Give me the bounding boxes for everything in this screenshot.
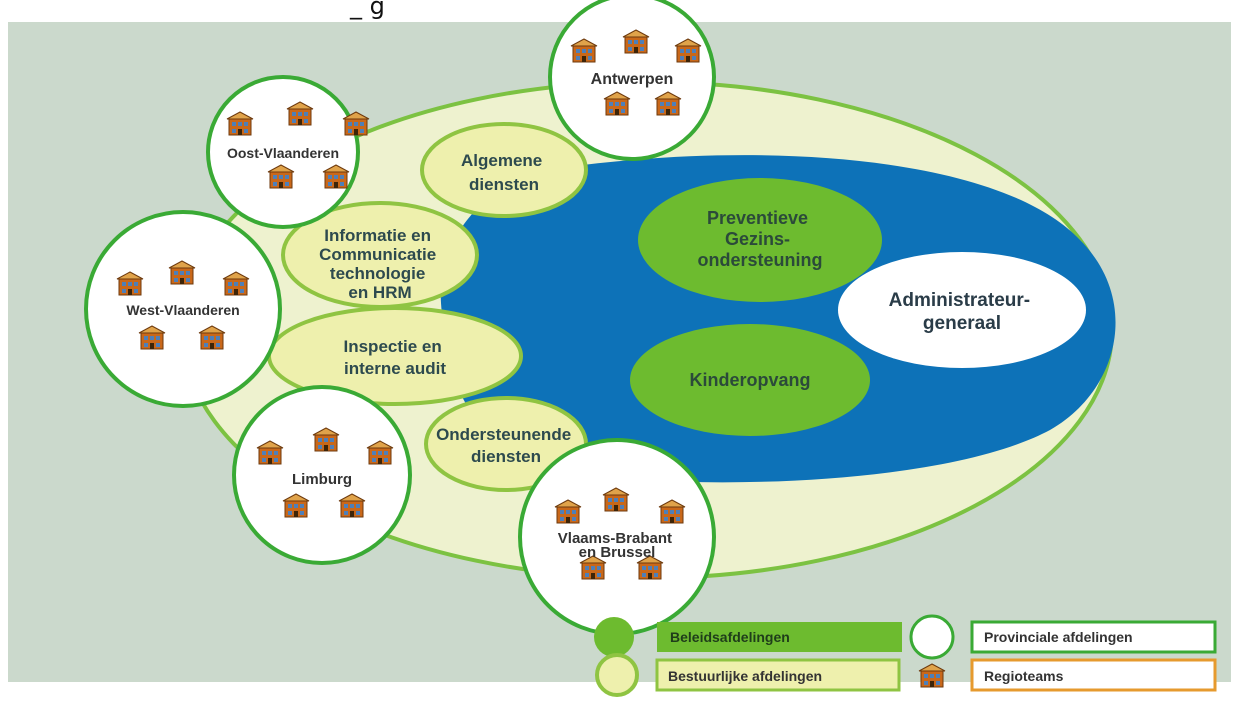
province-antwerpen: Antwerpen: [548, 0, 716, 161]
province-west-vlaanderen: West-Vlaanderen: [84, 210, 282, 408]
legend-province: Provinciale afdelingen: [909, 614, 1217, 660]
policy-department-preventieve: Preventieve Gezins- ondersteuning: [638, 178, 882, 302]
admin-department-label: Inspectie en interne audit: [344, 337, 447, 378]
administrateur-label: Administrateur- generaal: [889, 290, 1036, 334]
policy-department-label: Kinderopvang: [689, 370, 810, 390]
admin-department-label: Ondersteunende diensten: [436, 425, 576, 466]
province-oost-vlaanderen: Oost-Vlaanderen: [206, 75, 370, 229]
admin-department-label: Informatie en Communicatie technologie e…: [319, 226, 441, 302]
province-label: Oost-Vlaanderen: [227, 145, 339, 161]
province-label: West-Vlaanderen: [126, 302, 239, 318]
admin-department-inspectie: Inspectie en interne audit: [267, 306, 523, 406]
province-label: Antwerpen: [591, 71, 674, 88]
admin-department-algemene: Algemene diensten: [420, 122, 588, 218]
legend-policy-label: Beleidsafdelingen: [670, 629, 790, 645]
administrateur-generaal: Administrateur- generaal: [838, 252, 1086, 368]
policy-core-area: [440, 155, 1116, 483]
legend-province-label: Provinciale afdelingen: [984, 629, 1133, 645]
province-limburg: Limburg: [232, 385, 412, 565]
province-vlaams-brabant: Vlaams-Brabant en Brussel: [518, 438, 716, 636]
legend: Beleidsafdelingen Provinciale afdelingen…: [594, 614, 1217, 697]
legend-regioteam-label: Regioteams: [984, 668, 1064, 684]
legend-policy: Beleidsafdelingen: [594, 617, 902, 657]
province-label: Limburg: [292, 471, 352, 488]
legend-admin: Bestuurlijke afdelingen: [595, 653, 901, 697]
legend-admin-label: Bestuurlijke afdelingen: [668, 668, 822, 684]
legend-regioteam: Regioteams: [918, 658, 1217, 692]
province-label: Vlaams-Brabant en Brussel: [558, 530, 676, 561]
header-partial-text: _ g: [349, 0, 385, 20]
admin-department-label: Algemene diensten: [461, 151, 547, 194]
policy-department-label: Preventieve Gezins- ondersteuning: [698, 208, 823, 270]
admin-department-ondersteunende: Ondersteunende diensten: [424, 396, 588, 492]
admin-department-ict-hrm: Informatie en Communicatie technologie e…: [281, 201, 479, 309]
policy-department-kinderopvang: Kinderopvang: [630, 324, 870, 436]
